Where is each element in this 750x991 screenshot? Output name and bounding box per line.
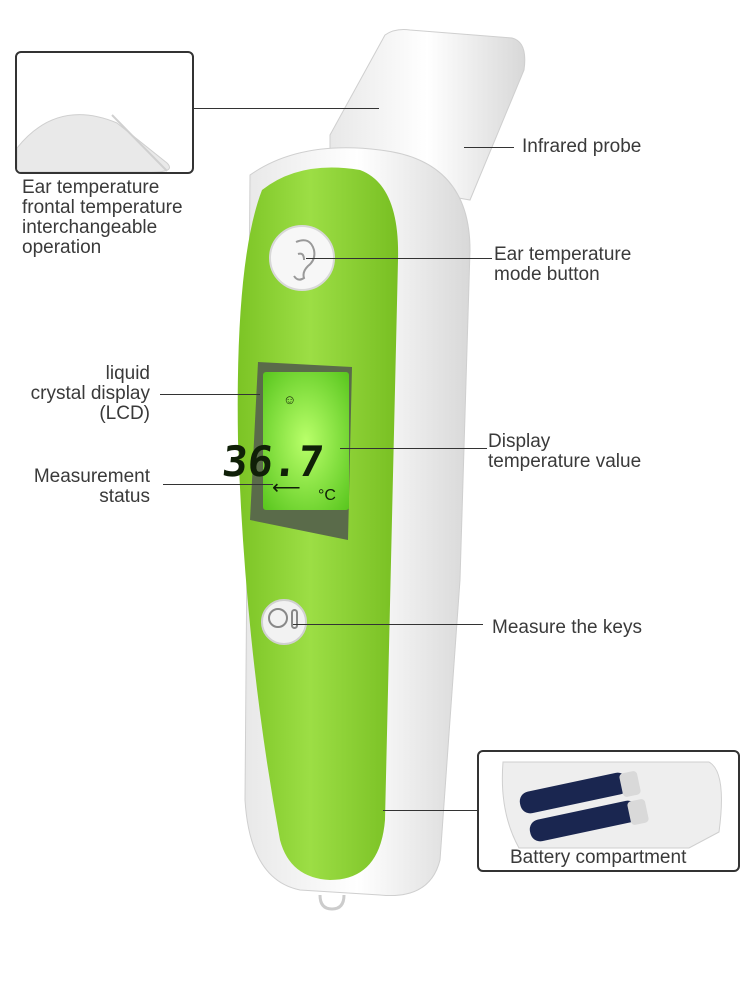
label-ear-mode: Ear temperature mode button (494, 244, 632, 285)
smiley-icon: ☺ (283, 392, 296, 407)
measure-key (261, 599, 307, 645)
label-battery: Battery compartment (510, 847, 687, 868)
label-measure-keys: Measure the keys (492, 617, 642, 638)
label-lcd: liquid crystal display (LCD) (30, 363, 150, 424)
lcd-screen (263, 372, 349, 510)
probe-tip-inset (15, 51, 194, 174)
lcd-unit: °C (318, 487, 336, 504)
ear-icon (293, 239, 316, 281)
lanyard-loop (318, 894, 346, 911)
lcd-reading: 36.7 (220, 437, 326, 486)
label-top-left: Ear temperature frontal temperature inte… (22, 177, 183, 258)
face-thermometer-icon (268, 608, 288, 628)
arrow-left-icon: ⟵ (272, 477, 301, 499)
battery-inset (477, 750, 740, 872)
label-display-value: Display temperature value (488, 431, 642, 472)
label-measurement: Measurement status (33, 466, 150, 507)
label-infrared-probe: Infrared probe (522, 136, 642, 157)
